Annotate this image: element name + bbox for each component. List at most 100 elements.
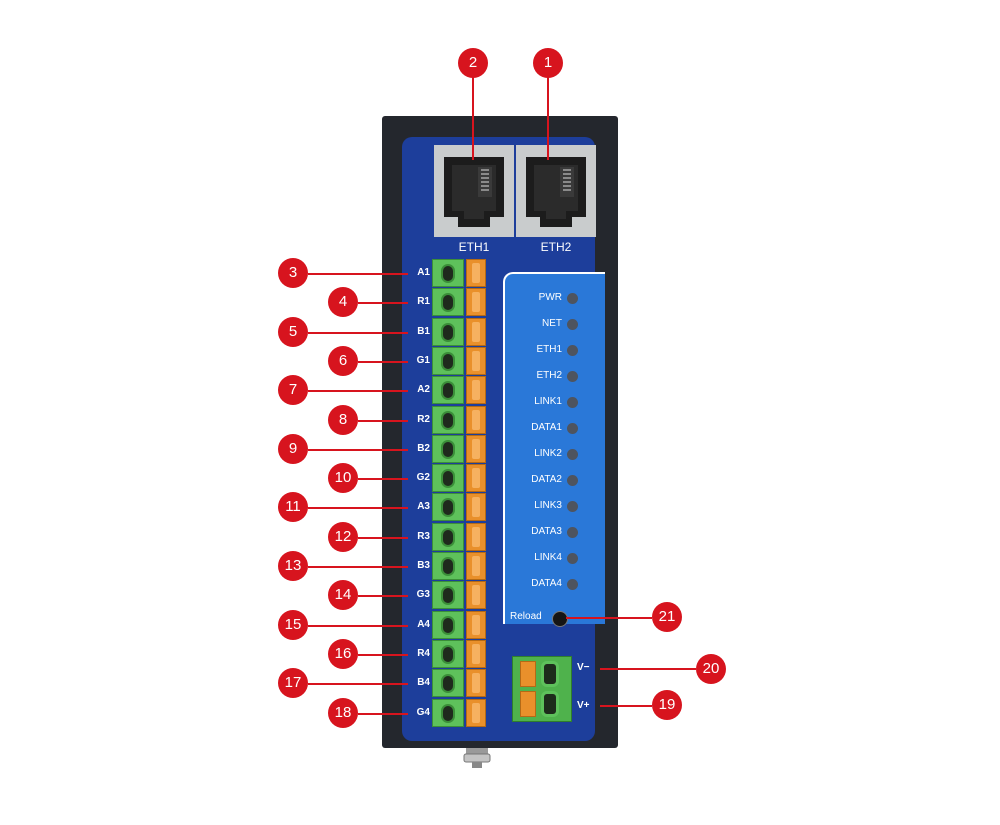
terminal-label: G1: [416, 355, 430, 366]
led-label: DATA1: [531, 422, 562, 433]
terminal-label: A3: [417, 501, 430, 512]
terminal-hole: [441, 645, 455, 664]
terminal-lever[interactable]: [466, 376, 486, 404]
terminal-label: A2: [417, 384, 430, 395]
led-label: ETH2: [536, 370, 562, 381]
callout-leader: [308, 566, 408, 568]
callout-badge: 20: [696, 654, 726, 684]
terminal-label: R1: [417, 296, 430, 307]
callout-leader: [358, 361, 408, 363]
reload-button[interactable]: [552, 611, 568, 627]
led-label: PWR: [538, 292, 562, 303]
terminal-label: G4: [416, 707, 430, 718]
status-led-indicator: [567, 501, 578, 512]
terminal-lever-tab: [472, 263, 480, 283]
terminal-lever[interactable]: [466, 669, 486, 697]
terminal-lever[interactable]: [466, 288, 486, 316]
terminal-lever-tab: [472, 439, 480, 459]
status-led-indicator: [567, 397, 578, 408]
terminal-label: R2: [417, 414, 430, 425]
terminal-lever[interactable]: [466, 493, 486, 521]
led-label: DATA4: [531, 578, 562, 589]
callout-leader: [308, 683, 408, 685]
terminal-lever[interactable]: [466, 259, 486, 287]
power-terminal-hole: [541, 691, 559, 717]
reload-label: Reload: [510, 611, 542, 622]
terminal-lever-tab: [472, 410, 480, 430]
power-terminal-lever[interactable]: [520, 691, 536, 717]
power-terminal-block: [512, 656, 572, 722]
callout-leader: [308, 449, 408, 451]
callout-leader: [358, 537, 408, 539]
terminal-hole: [441, 498, 455, 517]
terminal-label: B2: [417, 443, 430, 454]
terminal-lever[interactable]: [466, 318, 486, 346]
terminal-lever[interactable]: [466, 523, 486, 551]
callout-badge: 5: [278, 317, 308, 347]
callout-leader: [566, 617, 652, 619]
terminal-lever[interactable]: [466, 552, 486, 580]
callout-badge: 1: [533, 48, 563, 78]
status-led-indicator: [567, 527, 578, 538]
callout-leader: [308, 332, 408, 334]
terminal-lever[interactable]: [466, 406, 486, 434]
terminal-socket: [432, 552, 464, 580]
callout-badge: 7: [278, 375, 308, 405]
terminal-lever[interactable]: [466, 611, 486, 639]
led-label: ETH1: [536, 344, 562, 355]
callout-leader: [308, 390, 408, 392]
terminal-lever-tab: [472, 673, 480, 693]
terminal-lever[interactable]: [466, 699, 486, 727]
terminal-lever-tab: [472, 585, 480, 605]
v-plus-label: V+: [577, 700, 590, 711]
eth2-label: ETH2: [540, 240, 572, 254]
terminal-label: R3: [417, 531, 430, 542]
terminal-hole: [441, 586, 455, 605]
terminal-hole: [441, 293, 455, 312]
terminal-lever-tab: [472, 644, 480, 664]
terminal-socket: [432, 640, 464, 668]
callout-badge: 6: [328, 346, 358, 376]
callout-badge: 18: [328, 698, 358, 728]
terminal-label: G2: [416, 472, 430, 483]
eth1-label: ETH1: [458, 240, 490, 254]
status-led-indicator: [567, 423, 578, 434]
terminal-lever[interactable]: [466, 640, 486, 668]
led-label: NET: [542, 318, 562, 329]
terminal-lever-tab: [472, 322, 480, 342]
terminal-lever-tab: [472, 468, 480, 488]
terminal-lever[interactable]: [466, 581, 486, 609]
terminal-lever-tab: [472, 703, 480, 723]
callout-badge: 3: [278, 258, 308, 288]
terminal-hole: [441, 440, 455, 459]
callout-leader: [358, 478, 408, 480]
terminal-socket: [432, 406, 464, 434]
terminal-lever[interactable]: [466, 464, 486, 492]
callout-badge: 21: [652, 602, 682, 632]
terminal-hole: [441, 557, 455, 576]
callout-badge: 13: [278, 551, 308, 581]
callout-badge: 17: [278, 668, 308, 698]
terminal-label: A1: [417, 267, 430, 278]
terminal-socket: [432, 259, 464, 287]
rj45-jack-icon: [444, 157, 504, 227]
eth2-port: [516, 145, 596, 237]
terminal-lever[interactable]: [466, 347, 486, 375]
callout-badge: 12: [328, 522, 358, 552]
callout-leader: [308, 273, 408, 275]
terminal-hole: [441, 352, 455, 371]
terminal-lever[interactable]: [466, 435, 486, 463]
power-terminal-lever[interactable]: [520, 661, 536, 687]
callout-badge: 10: [328, 463, 358, 493]
callout-badge: 11: [278, 492, 308, 522]
mounting-screw-icon: [463, 748, 491, 768]
status-led-indicator: [567, 579, 578, 590]
terminal-socket: [432, 288, 464, 316]
callout-leader: [358, 654, 408, 656]
terminal-socket: [432, 318, 464, 346]
led-label: LINK4: [534, 552, 562, 563]
terminal-lever-tab: [472, 556, 480, 576]
terminal-label: R4: [417, 648, 430, 659]
status-led-indicator: [567, 319, 578, 330]
callout-badge: 4: [328, 287, 358, 317]
